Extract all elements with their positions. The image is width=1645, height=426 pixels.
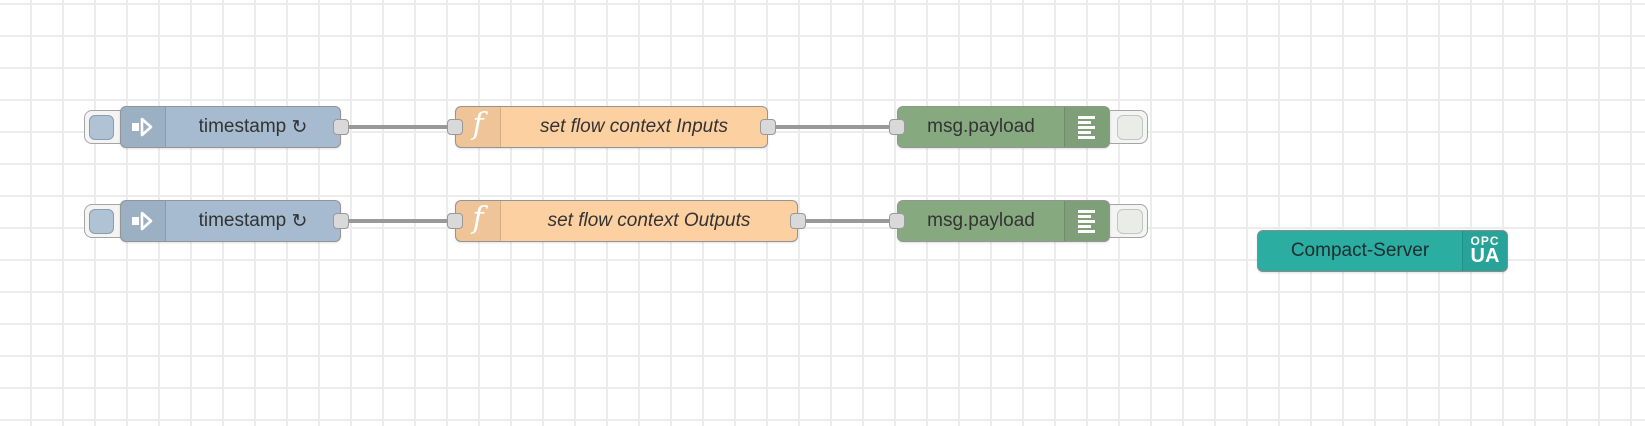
- wire[interactable]: [768, 125, 897, 129]
- output-port[interactable]: [790, 213, 806, 229]
- repeat-icon: ↻: [291, 210, 308, 232]
- output-port[interactable]: [333, 213, 349, 229]
- inject-arrow-icon: [121, 201, 166, 241]
- inject-trigger-button-inner[interactable]: [89, 208, 114, 234]
- debug-toggle-button[interactable]: [1104, 110, 1148, 144]
- input-port[interactable]: [447, 213, 463, 229]
- node-label: timestamp ↻: [198, 116, 308, 138]
- function-node[interactable]: f set flow context Inputs: [455, 106, 768, 148]
- node-label: Compact-Server: [1290, 240, 1430, 261]
- function-f-icon: f: [456, 107, 501, 147]
- input-port[interactable]: [447, 119, 463, 135]
- inject-node[interactable]: timestamp ↻: [120, 200, 341, 242]
- debug-list-icon: [1064, 107, 1109, 147]
- debug-toggle-button-inner[interactable]: [1117, 114, 1143, 140]
- opcua-logo-icon: OPC UA: [1462, 231, 1507, 271]
- debug-toggle-button-inner[interactable]: [1117, 208, 1143, 234]
- debug-toggle-button[interactable]: [1104, 204, 1148, 238]
- inject-node[interactable]: timestamp ↻: [120, 106, 341, 148]
- function-node[interactable]: f set flow context Outputs: [455, 200, 798, 242]
- debug-list-icon: [1064, 201, 1109, 241]
- debug-node[interactable]: msg.payload: [897, 200, 1110, 242]
- node-label: timestamp ↻: [198, 210, 308, 232]
- wire[interactable]: [341, 219, 455, 223]
- function-f-icon: f: [456, 201, 501, 241]
- node-label: set flow context Inputs: [540, 116, 728, 137]
- opcua-server-node[interactable]: Compact-Server OPC UA: [1257, 230, 1508, 272]
- input-port[interactable]: [889, 213, 905, 229]
- wire[interactable]: [341, 125, 455, 129]
- inject-trigger-button-inner[interactable]: [89, 114, 114, 140]
- node-label: msg.payload: [927, 116, 1035, 137]
- node-label: msg.payload: [927, 210, 1035, 231]
- repeat-icon: ↻: [291, 116, 308, 138]
- output-port[interactable]: [760, 119, 776, 135]
- node-label: set flow context Outputs: [547, 210, 751, 231]
- input-port[interactable]: [889, 119, 905, 135]
- debug-node[interactable]: msg.payload: [897, 106, 1110, 148]
- inject-arrow-icon: [121, 107, 166, 147]
- output-port[interactable]: [333, 119, 349, 135]
- wire[interactable]: [798, 219, 897, 223]
